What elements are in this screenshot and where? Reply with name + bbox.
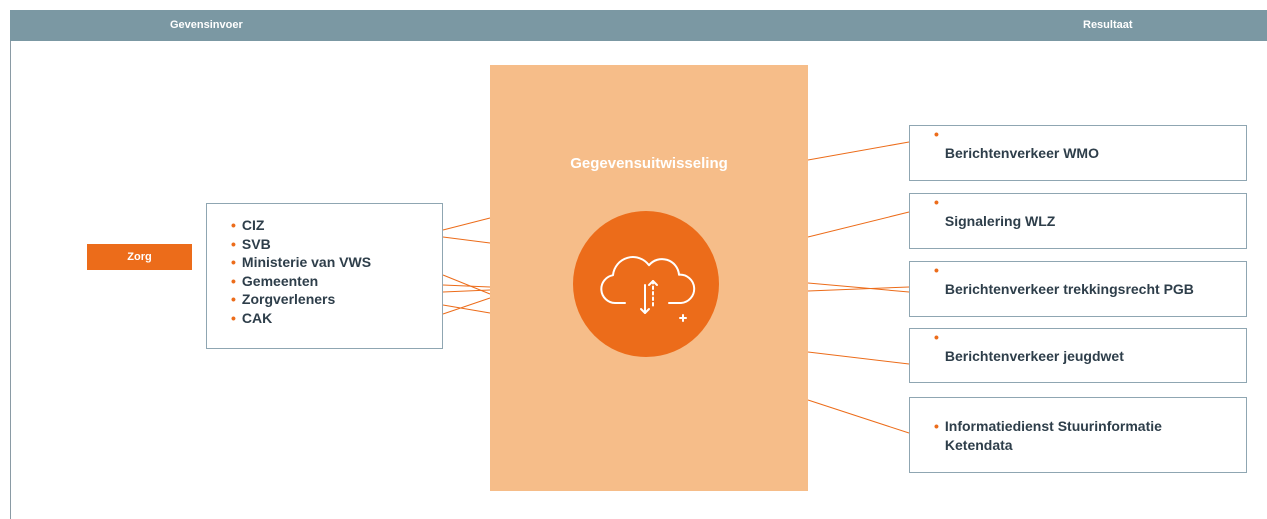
exchange-title: Gegevensuitwisseling bbox=[570, 155, 728, 172]
exchange-circle bbox=[573, 211, 719, 357]
source-list-box: •CIZ •SVB •Ministerie van VWS •Gemeenten… bbox=[206, 203, 443, 349]
connector-line bbox=[807, 399, 910, 434]
result-box-wlz: •Signalering WLZ bbox=[909, 193, 1247, 249]
list-item: •CIZ bbox=[231, 217, 265, 233]
connector-line bbox=[807, 351, 910, 365]
result-box-jeugdwet: •Berichtenverkeer jeugdwet bbox=[909, 328, 1247, 383]
connector-line bbox=[442, 236, 491, 244]
connector-line bbox=[442, 297, 491, 315]
bullet-icon: • bbox=[231, 235, 236, 252]
list-item: •Zorgverleners bbox=[231, 291, 336, 307]
connector-line bbox=[442, 304, 491, 314]
bullet-icon: • bbox=[934, 126, 939, 142]
list-item: •Gemeenten bbox=[231, 272, 319, 289]
connector-line bbox=[442, 217, 491, 231]
bullet-icon: • bbox=[934, 329, 939, 345]
input-column-title: Gevensinvoer bbox=[170, 19, 243, 31]
source-list: •CIZ •SVB •Ministerie van VWS •Gemeenten… bbox=[231, 216, 442, 327]
bullet-icon: • bbox=[231, 272, 236, 289]
bullet-icon: • bbox=[934, 262, 939, 278]
connector-line bbox=[442, 284, 491, 288]
list-item: •CAK bbox=[231, 309, 273, 326]
diagram-frame bbox=[10, 10, 1267, 519]
bullet-icon: • bbox=[934, 194, 939, 210]
header-bar: Gevensinvoer Resultaat bbox=[10, 10, 1267, 41]
list-item: •SVB bbox=[231, 235, 271, 252]
connector-line bbox=[807, 286, 910, 292]
bullet-icon: • bbox=[231, 254, 236, 270]
connector-line bbox=[807, 211, 910, 238]
result-box-pgb: •Berichtenverkeer trekkingsrecht PGB bbox=[909, 261, 1247, 317]
result-column-title: Resultaat bbox=[1083, 19, 1133, 31]
bullet-icon: • bbox=[231, 217, 236, 233]
result-box-wmo: •Berichtenverkeer WMO bbox=[909, 125, 1247, 181]
result-box-stuurinformatie: •Informatiedienst Stuurinformatie Ketend… bbox=[909, 397, 1247, 473]
cloud-transfer-icon bbox=[600, 256, 696, 322]
bullet-icon: • bbox=[231, 291, 236, 307]
zorg-label: Zorg bbox=[87, 244, 192, 270]
connector-line bbox=[442, 289, 491, 293]
list-item: •Ministerie van VWS bbox=[231, 254, 372, 270]
exchange-panel: Gegevensuitwisseling bbox=[490, 65, 808, 491]
bullet-icon: • bbox=[231, 309, 236, 326]
connector-line bbox=[807, 141, 910, 161]
connector-line bbox=[807, 282, 910, 293]
bullet-icon: • bbox=[934, 418, 939, 434]
